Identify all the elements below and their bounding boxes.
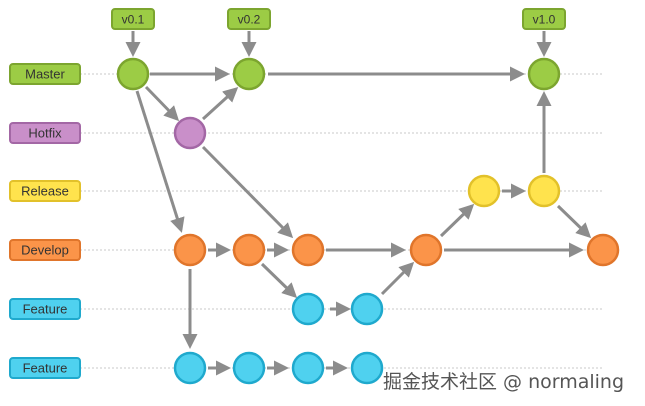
- version-tags: v0.1 v0.2 v1.0: [111, 8, 566, 57]
- commit-feature2-3: [291, 351, 325, 385]
- connector-release-to-develop: [556, 204, 592, 239]
- commit-develop-2: [232, 233, 266, 267]
- svg-text:v0.2: v0.2: [238, 13, 261, 27]
- connector-master-to-hotfix: [144, 85, 180, 122]
- commit-feature2-2: [232, 351, 266, 385]
- svg-text:Feature: Feature: [23, 302, 68, 317]
- connector-hotfix-to-develop: [201, 145, 294, 239]
- commit-hotfix-1: [173, 116, 207, 150]
- commit-develop-1: [173, 233, 207, 267]
- connector-develop-to-release: [439, 203, 475, 238]
- connector-master-to-develop: [135, 90, 185, 233]
- commit-release-2: [527, 174, 561, 208]
- branch-label-release: Release: [9, 180, 81, 202]
- commit-feature-2: [350, 292, 384, 326]
- connector-hotfix-to-master: [201, 86, 239, 121]
- branch-label-develop: Develop: [9, 239, 81, 261]
- commit-master-3: [527, 57, 561, 91]
- branch-label-master: Master: [9, 63, 81, 85]
- commit-develop-5: [586, 233, 620, 267]
- commits: [116, 57, 620, 385]
- svg-text:Release: Release: [21, 184, 69, 199]
- connectors: [135, 66, 592, 376]
- commit-develop-3: [291, 233, 325, 267]
- commit-feature2-4: [350, 351, 384, 385]
- connector-feature-to-develop: [380, 261, 415, 296]
- watermark: 掘金技术社区 @ normaling: [383, 371, 624, 393]
- connector-develop-to-feature: [260, 262, 298, 299]
- branch-label-hotfix: Hotfix: [9, 122, 81, 144]
- commit-develop-4: [409, 233, 443, 267]
- commit-release-1: [467, 174, 501, 208]
- commit-master-2: [232, 57, 266, 91]
- svg-text:Hotfix: Hotfix: [28, 126, 62, 141]
- tag-v0-2: v0.2: [227, 8, 271, 57]
- lane-rules: [80, 73, 604, 369]
- svg-text:Master: Master: [25, 67, 65, 82]
- svg-text:Develop: Develop: [21, 243, 69, 258]
- commit-feature-1: [291, 292, 325, 326]
- svg-text:Feature: Feature: [23, 361, 68, 376]
- svg-text:v1.0: v1.0: [533, 13, 556, 27]
- branch-label-feature-2: Feature: [9, 357, 81, 379]
- commit-feature2-1: [173, 351, 207, 385]
- tag-v1-0: v1.0: [522, 8, 566, 57]
- branch-label-feature-1: Feature: [9, 298, 81, 320]
- svg-text:v0.1: v0.1: [122, 13, 145, 27]
- branch-labels: Master Hotfix Release Develop Feature Fe…: [9, 63, 81, 379]
- tag-v0-1: v0.1: [111, 8, 155, 57]
- commit-master-1: [116, 57, 150, 91]
